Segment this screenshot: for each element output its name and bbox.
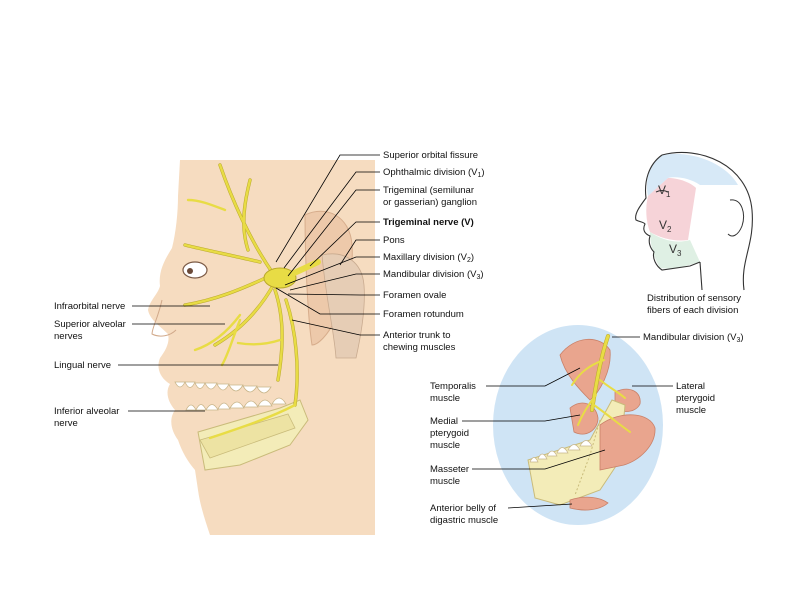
label-trigeminal-ganglion-1: Trigeminal (semilunar — [383, 185, 474, 196]
upper-teeth — [174, 381, 272, 394]
lower-teeth — [185, 397, 287, 411]
label-foramen-rotundum: Foramen rotundum — [383, 309, 464, 320]
label-inferior-alveolar-1: Inferior alveolar — [54, 406, 119, 417]
label-superior-orbital-fissure: Superior orbital fissure — [383, 150, 478, 161]
label-medial-pterygoid-2: pterygoid — [430, 428, 469, 439]
pupil — [187, 268, 193, 274]
label-mandibular-division: Mandibular division (V3) — [383, 269, 484, 281]
label-trigeminal-nerve: Trigeminal nerve (V) — [383, 217, 474, 228]
label-lateral-pterygoid-3: muscle — [676, 405, 706, 416]
mandible-body — [199, 413, 296, 459]
sensory-distribution-figure: V1 V2 V3 Distribution of sensory fibers … — [635, 151, 753, 316]
jaw-muscle-figure: Mandibular division (V3) Temporalis musc… — [430, 325, 744, 526]
label-pons: Pons — [383, 235, 405, 246]
head-illustration: Superior orbital fissure Ophthalmic divi… — [54, 150, 485, 535]
v3-zone — [650, 232, 700, 269]
masseter-muscle — [599, 414, 656, 471]
label-v2: V2 — [659, 218, 672, 234]
nose — [151, 299, 177, 337]
distribution-eye — [655, 190, 669, 193]
label-temporalis-1: Temporalis — [430, 381, 476, 392]
label-superior-alveolar-1: Superior alveolar — [54, 319, 126, 330]
label-v1: V1 — [658, 183, 671, 199]
label-infraorbital-nerve: Infraorbital nerve — [54, 301, 125, 312]
distribution-head-outline — [635, 151, 753, 291]
distribution-ear — [727, 199, 744, 237]
label-trigeminal-ganglion-2: or gasserian) ganglion — [383, 197, 477, 208]
label-lateral-pterygoid-1: Lateral — [676, 381, 705, 392]
label-ophthalmic-division: Ophthalmic division (V1) — [383, 167, 485, 179]
head-nerves — [183, 163, 321, 440]
label-anterior-trunk-1: Anterior trunk to — [383, 330, 451, 341]
label-masseter-1: Masseter — [430, 464, 469, 475]
distribution-caption-1: Distribution of sensory — [647, 293, 741, 304]
distribution-caption-2: fibers of each division — [647, 305, 738, 316]
label-digastric-2: digastric muscle — [430, 515, 498, 526]
head-left-labels: Infraorbital nerve Superior alveolar ner… — [54, 301, 278, 429]
label-jaw-mandibular-division: Mandibular division (V3) — [643, 332, 744, 344]
label-masseter-2: muscle — [430, 476, 460, 487]
digastric-muscle — [569, 496, 609, 511]
eye — [182, 261, 208, 279]
label-superior-alveolar-2: nerves — [54, 331, 83, 342]
label-medial-pterygoid-3: muscle — [430, 440, 460, 451]
label-anterior-trunk-2: chewing muscles — [383, 342, 456, 353]
label-maxillary-division: Maxillary division (V2) — [383, 252, 474, 264]
label-medial-pterygoid-1: Medial — [430, 416, 458, 427]
head-right-labels: Superior orbital fissure Ophthalmic divi… — [275, 150, 485, 353]
v2-zone — [646, 178, 696, 241]
label-inferior-alveolar-2: nerve — [54, 418, 78, 429]
v1-zone — [646, 153, 738, 196]
label-lateral-pterygoid-2: pterygoid — [676, 393, 715, 404]
label-foramen-ovale: Foramen ovale — [383, 290, 446, 301]
jaw-teeth — [529, 440, 593, 463]
label-digastric-1: Anterior belly of — [430, 503, 496, 514]
label-temporalis-2: muscle — [430, 393, 460, 404]
label-v3: V3 — [669, 242, 682, 258]
label-lingual-nerve: Lingual nerve — [54, 360, 111, 371]
